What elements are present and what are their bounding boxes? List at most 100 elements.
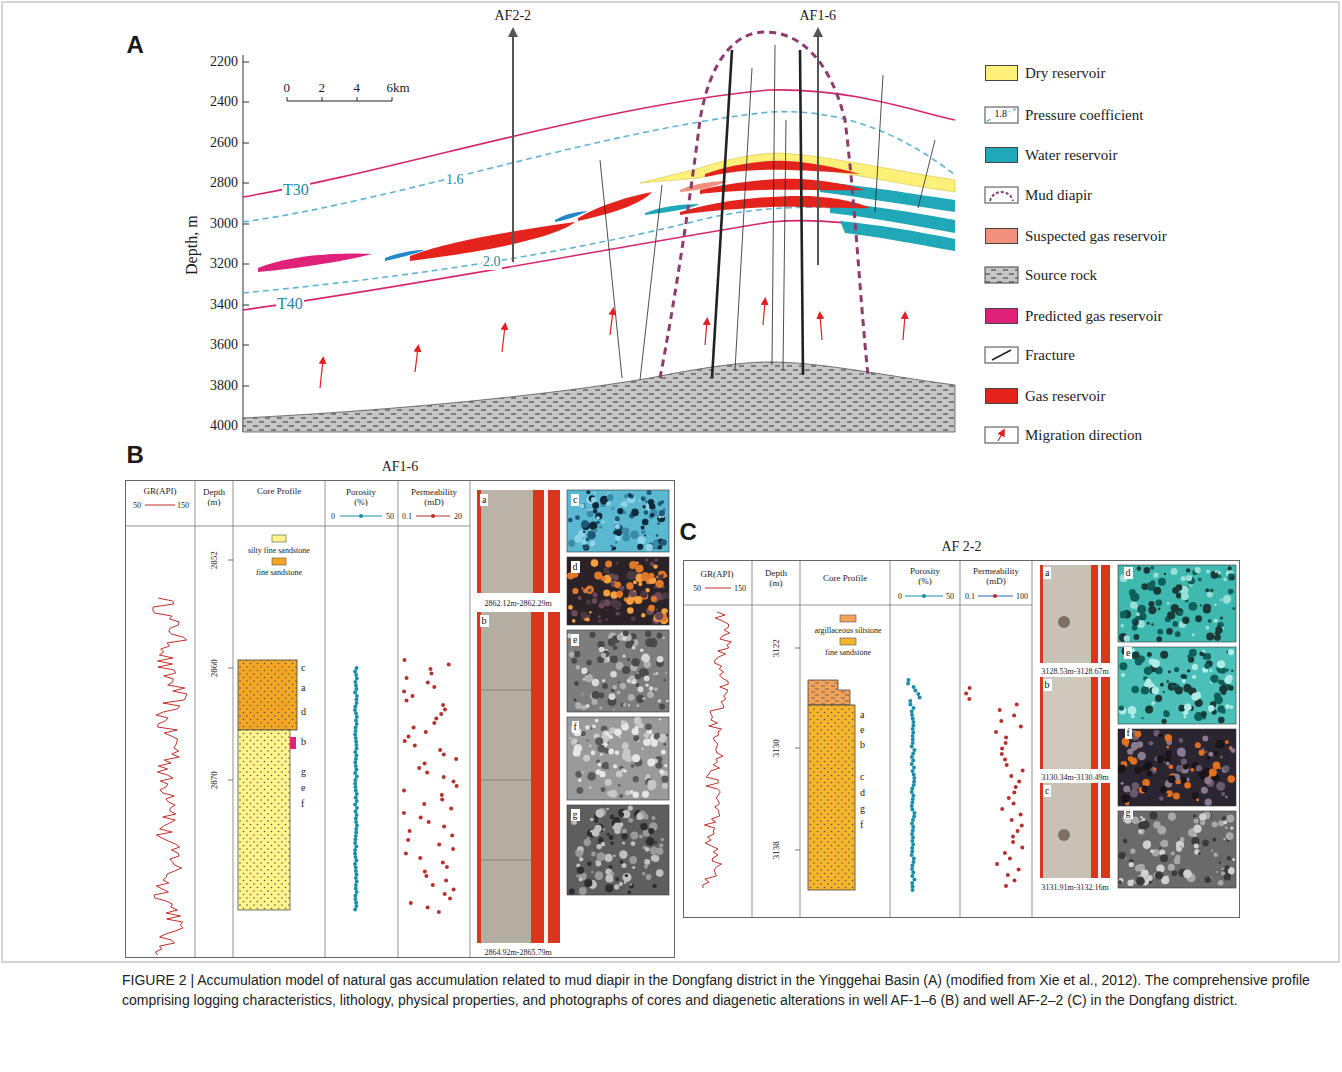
column-header: Core Profile	[823, 573, 867, 583]
porosity-point	[910, 790, 914, 794]
micrograph-grain	[586, 600, 591, 605]
well-heading: AF1-6	[126, 459, 674, 475]
legend-swatch	[985, 308, 1018, 324]
porosity-point	[353, 908, 357, 912]
micrograph-grain	[1204, 877, 1211, 884]
micrograph-grain	[1225, 826, 1228, 829]
micrograph-grain	[620, 503, 623, 506]
micrograph-grain	[623, 703, 627, 707]
micrograph-grain	[608, 731, 611, 734]
micrograph-grain	[633, 590, 635, 592]
micrograph-grain	[633, 776, 639, 782]
permeability-point	[1014, 785, 1018, 789]
porosity-point	[911, 720, 915, 724]
micrograph-grain	[1151, 623, 1153, 625]
permeability-point	[994, 730, 998, 734]
porosity-point	[354, 719, 358, 723]
micrograph	[567, 717, 669, 800]
porosity-point	[353, 670, 357, 674]
micrograph-grain	[578, 778, 582, 782]
micrograph-grain	[577, 787, 584, 794]
micrograph-grain	[645, 847, 650, 852]
micrograph-grain	[615, 877, 619, 881]
sample-marker: c	[301, 662, 305, 674]
micrograph-grain	[577, 850, 582, 855]
porosity-point	[353, 862, 357, 866]
legend-text: Mud diapir	[1025, 186, 1092, 204]
micrograph-grain	[645, 723, 652, 730]
sample-marker: b	[301, 736, 306, 748]
micrograph-grain	[591, 497, 596, 502]
micrograph-grain	[1160, 683, 1164, 687]
micrograph-grain	[1228, 589, 1233, 594]
micrograph	[1118, 729, 1236, 806]
scale-bar	[287, 97, 392, 101]
sample-marker: f	[301, 798, 304, 810]
micrograph-grain	[586, 660, 591, 665]
log-column-grid	[800, 560, 801, 918]
micrograph-grain	[1121, 782, 1124, 785]
well-trajectory	[817, 32, 819, 265]
lithology-column	[272, 558, 286, 565]
log-column-grid	[960, 560, 961, 918]
photo-depth: 2862.12m-2862.29m	[485, 599, 552, 608]
permeability-point	[1004, 884, 1008, 888]
micrograph-grain	[607, 791, 612, 796]
micrograph-grain	[1220, 599, 1223, 602]
micrograph-grain	[572, 619, 576, 623]
porosity-point	[911, 731, 915, 735]
micrograph	[1118, 647, 1236, 724]
micrograph-grain	[1161, 840, 1169, 848]
micrograph-grain	[1195, 567, 1201, 573]
micrograph-grain	[1139, 830, 1142, 833]
micrograph-grain	[636, 813, 643, 820]
porosity-point	[355, 813, 359, 817]
micrograph-grain	[613, 764, 617, 768]
porosity-point	[355, 799, 359, 803]
micrograph-grain	[659, 770, 663, 774]
micrograph-grain	[623, 873, 632, 882]
micrograph-grain	[1218, 717, 1225, 724]
permeability-point	[1003, 851, 1007, 855]
scale-value: 150	[177, 501, 189, 510]
lithology-column	[238, 730, 290, 910]
micrograph-grain	[1217, 571, 1220, 574]
micrograph-grain	[612, 546, 616, 550]
porosity-point	[354, 740, 358, 744]
micrograph-grain	[663, 679, 665, 681]
micrograph-grain	[1211, 850, 1213, 852]
log-scale-line	[431, 514, 435, 518]
porosity-point	[353, 771, 357, 775]
micrograph-grain	[1206, 626, 1210, 630]
column-header: Depth (m)	[198, 487, 230, 508]
micrograph-grain	[614, 822, 622, 830]
porosity-point	[912, 685, 916, 689]
cross-section-axis	[243, 102, 249, 103]
micrograph	[567, 490, 669, 552]
micrograph-grain	[1196, 692, 1200, 696]
porosity-point	[911, 727, 915, 731]
log-column-grid	[470, 480, 471, 958]
micrograph-grain	[630, 883, 632, 885]
micrograph-grain	[583, 678, 585, 680]
permeability-point	[437, 843, 441, 847]
core-photo	[481, 490, 533, 593]
micrograph-grain	[598, 615, 601, 618]
depth-label: 2400	[210, 94, 238, 110]
depth-label: 2600	[210, 135, 238, 151]
micrograph-grain	[1166, 762, 1170, 766]
log-column-grid	[890, 560, 891, 918]
porosity-point	[355, 747, 359, 751]
migration-arrow	[320, 301, 905, 388]
micrograph-grain	[1175, 686, 1183, 694]
micrograph-grain	[1182, 679, 1186, 683]
micrograph-grain	[1216, 871, 1218, 873]
micrograph-grain	[1142, 786, 1149, 793]
micrograph-grain	[648, 499, 654, 505]
micrograph-grain	[601, 576, 606, 581]
log-scale-line	[705, 588, 731, 589]
micrograph-grain	[619, 850, 627, 858]
lithology-key: fine sandstone	[825, 648, 871, 657]
fracture-line	[640, 185, 662, 380]
figure-border	[2, 2, 1339, 962]
